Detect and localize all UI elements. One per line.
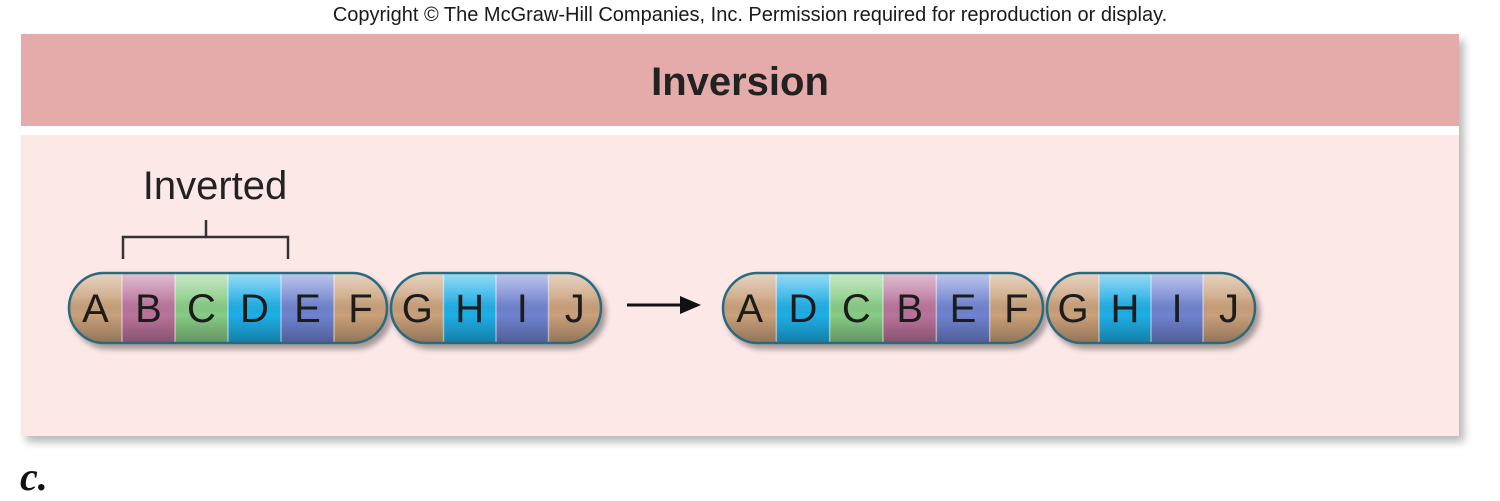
gene-label-f: F <box>348 287 372 331</box>
arm-outline <box>67 271 389 345</box>
gene-label-b: B <box>896 287 923 331</box>
chromosome-arm <box>391 273 601 343</box>
header-divider <box>21 126 1459 135</box>
gene-label-i: I <box>1171 287 1182 331</box>
panel-letter: c. <box>20 454 48 499</box>
arm-outline <box>721 271 1045 345</box>
gene-label-c: C <box>187 287 216 331</box>
gene-label-b: B <box>135 287 162 331</box>
chromosome-arm <box>723 273 1043 343</box>
arm-outline <box>389 271 603 345</box>
gene-label-g: G <box>1057 287 1088 331</box>
arm-outline <box>1045 271 1257 345</box>
gene-label-f: F <box>1004 287 1028 331</box>
inverted-label: Inverted <box>143 164 288 208</box>
gene-label-a: A <box>736 287 763 331</box>
gene-label-g: G <box>402 287 433 331</box>
gene-label-d: D <box>240 287 269 331</box>
gene-label-e: E <box>294 287 321 331</box>
gene-label-j: J <box>1219 287 1239 331</box>
inversion-bracket <box>121 220 290 259</box>
gene-label-h: H <box>455 287 484 331</box>
panel-title: Inversion <box>651 60 829 104</box>
gene-label-a: A <box>82 287 109 331</box>
copyright-notice: Copyright © The McGraw-Hill Companies, I… <box>332 4 1168 26</box>
gene-label-e: E <box>950 287 977 331</box>
gene-label-i: I <box>517 287 528 331</box>
gene-label-c: C <box>842 287 871 331</box>
arrow <box>627 296 701 314</box>
panel-header: Inversion <box>21 34 1459 126</box>
chromosome-arm <box>69 273 387 343</box>
gene-label-d: D <box>789 287 818 331</box>
gene-label-h: H <box>1111 287 1140 331</box>
gene-label-j: J <box>565 287 585 331</box>
